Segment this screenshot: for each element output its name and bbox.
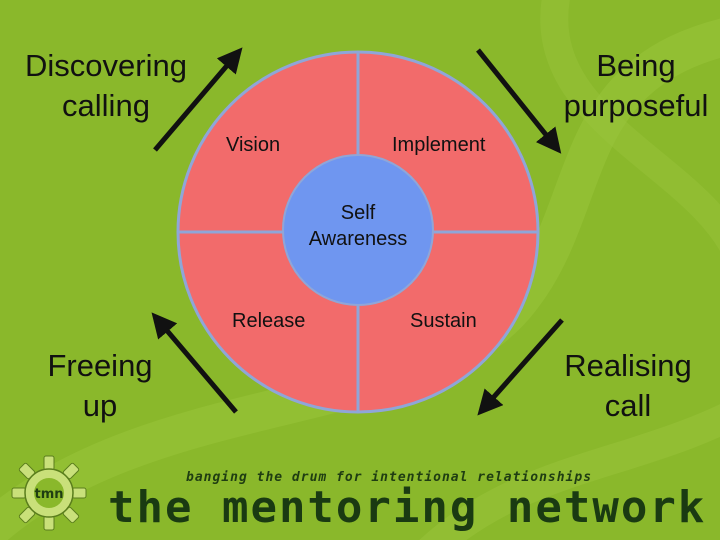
label-discovering-calling: Discovering calling <box>25 48 187 123</box>
arrow-bottom-left <box>151 312 238 414</box>
segment-label-release: Release <box>232 310 306 332</box>
arrow-top-right <box>476 48 562 154</box>
segment-label-vision: Vision <box>226 134 281 156</box>
segment-label-sustain: Sustain <box>410 310 477 332</box>
footer-brand: the mentoring network <box>108 482 707 533</box>
segment-label-implement: Implement <box>392 134 486 156</box>
footer-tagline: banging the drum for intentional relatio… <box>186 470 593 485</box>
label-realising-call: Realising call <box>564 348 692 423</box>
arrow-bottom-right <box>477 318 564 416</box>
center-label-self-awareness: Self Awareness <box>308 202 408 250</box>
label-freeing-up: Freeing up <box>47 348 153 423</box>
center-circle <box>282 154 434 306</box>
logo-text: tmn <box>34 487 63 502</box>
label-being-purposeful: Being purposeful <box>563 48 709 123</box>
arrow-top-left <box>153 47 243 152</box>
tmn-logo: tmn <box>11 455 87 531</box>
